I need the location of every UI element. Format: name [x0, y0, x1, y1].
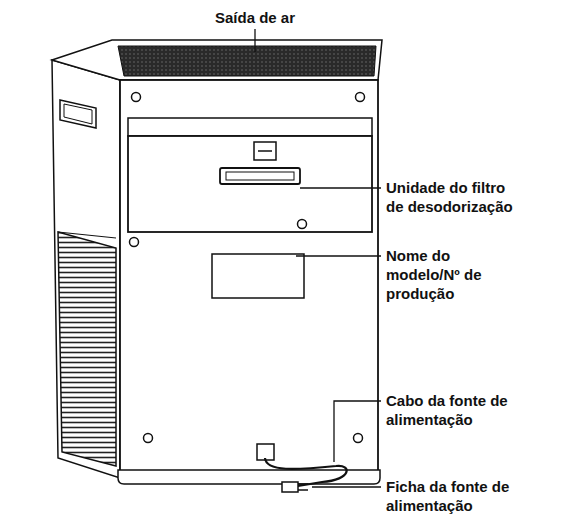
part-label: Cabo da fonte de alimentação [386, 391, 511, 429]
plug-pin [298, 483, 308, 485]
air-inlet-grille [58, 232, 116, 466]
part-label: Ficha da fonte de alimentação [386, 477, 511, 515]
leader-lines [255, 29, 381, 487]
rear-panel [120, 80, 378, 472]
side-panel [52, 60, 120, 478]
filter-handle-inner [226, 172, 294, 180]
part-label: Unidade do filtro de desodorização [386, 178, 526, 216]
upper-band [128, 118, 372, 136]
plug-pin [298, 489, 308, 491]
deodorising-filter-unit [128, 136, 372, 232]
power-plug [282, 482, 298, 492]
panel-seam [58, 232, 116, 238]
part-label: Saída de ar [190, 8, 320, 27]
filter-latch [254, 142, 276, 160]
part-label: Nome do modelo/Nº de produção [386, 246, 511, 303]
air-outlet-mesh [118, 46, 376, 76]
nameplate [212, 254, 304, 298]
carry-handle-inner [64, 104, 92, 124]
latch-slot [258, 150, 272, 152]
power-cord [265, 458, 347, 486]
power-socket [257, 444, 274, 460]
carry-handle [60, 100, 96, 128]
top-panel [52, 40, 382, 80]
screws [130, 93, 365, 443]
filter-handle [220, 168, 300, 184]
